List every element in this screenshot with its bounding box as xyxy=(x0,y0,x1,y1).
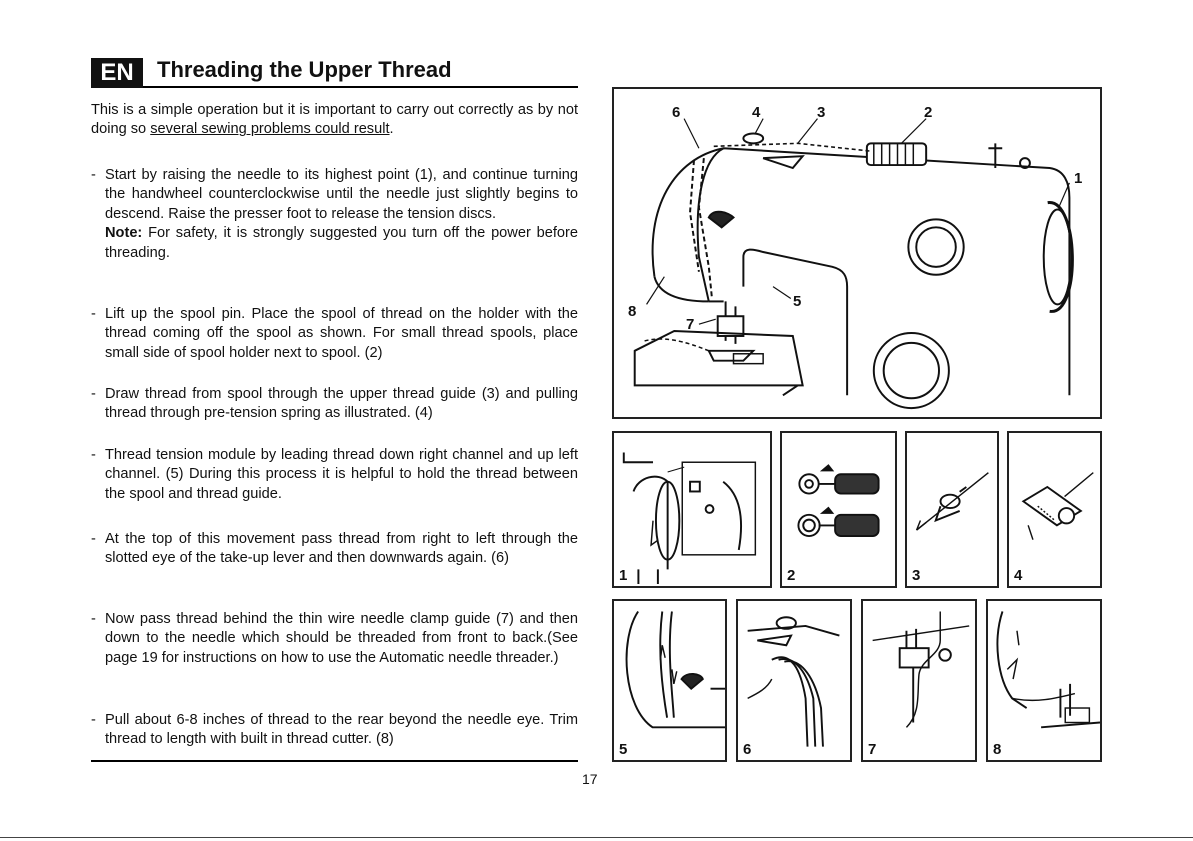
figure-label-6: 6 xyxy=(743,741,752,758)
main-threading-figure: 6 4 3 2 1 5 7 8 xyxy=(612,87,1102,419)
figure-label-8: 8 xyxy=(993,741,1002,758)
callout-7: 7 xyxy=(686,316,695,333)
step-dash: - xyxy=(91,167,96,183)
detail-figure-5: 5 xyxy=(612,599,727,762)
figure-label-3: 3 xyxy=(912,567,921,584)
take-up-lever-illustration xyxy=(747,616,840,747)
callout-1: 1 xyxy=(1074,170,1083,187)
step-dash: - xyxy=(91,611,96,627)
detail-figure-2: 2 xyxy=(780,431,897,588)
callout-4: 4 xyxy=(752,104,761,121)
tension-channel-illustration xyxy=(625,610,725,729)
needle-clamp-guide-illustration xyxy=(872,611,970,728)
thread-guide-detail-illustration xyxy=(915,472,989,531)
thread-cutter-illustration xyxy=(996,611,1100,729)
figure-label-7: 7 xyxy=(868,741,877,758)
step-6: - Now pass thread behind the thin wire n… xyxy=(91,610,578,668)
section-header: EN Threading the Upper Thread xyxy=(91,56,578,88)
step-dash: - xyxy=(91,386,96,402)
callout-2: 2 xyxy=(924,104,933,121)
detail-figure-4: 4 xyxy=(1007,431,1102,588)
page-title: Threading the Upper Thread xyxy=(157,57,452,82)
detail-figure-8: 8 xyxy=(986,599,1102,762)
step-3-text: Draw thread from spool through the upper… xyxy=(105,386,578,422)
callout-3: 3 xyxy=(817,104,826,121)
step-2-text: Lift up the spool pin. Place the spool o… xyxy=(105,306,578,361)
figure-label-2: 2 xyxy=(787,567,796,584)
step-1-text: Start by raising the needle to its highe… xyxy=(105,167,578,222)
pre-tension-spring-illustration xyxy=(1021,472,1094,540)
step-5-text: At the top of this movement pass thread … xyxy=(105,531,578,567)
step-2: - Lift up the spool pin. Place the spool… xyxy=(91,305,578,363)
step-4-text: Thread tension module by leading thread … xyxy=(105,447,578,502)
step-1-note: Note: For safety, it is strongly suggest… xyxy=(105,224,578,263)
intro-paragraph: This is a simple operation but it is imp… xyxy=(91,101,578,140)
detail-figure-6: 6 xyxy=(736,599,852,762)
step-6-text: Now pass thread behind the thin wire nee… xyxy=(105,611,578,666)
step-7: - Pull about 6-8 inches of thread to the… xyxy=(91,711,578,750)
language-badge: EN xyxy=(91,58,143,88)
handwheel-detail-illustration xyxy=(622,452,757,585)
step-1: - Start by raising the needle to its hig… xyxy=(91,166,578,263)
figure-label-1: 1 xyxy=(619,567,628,584)
intro-text: This is a simple operation but it is imp… xyxy=(91,102,578,138)
note-label: Note: xyxy=(105,225,143,242)
sewing-machine-illustration xyxy=(633,118,1074,410)
step-7-text: Pull about 6-8 inches of thread to the r… xyxy=(105,712,578,748)
callout-5: 5 xyxy=(793,293,802,310)
callout-6: 6 xyxy=(672,104,681,121)
step-dash: - xyxy=(91,712,96,728)
figure-label-4: 4 xyxy=(1014,567,1023,584)
step-dash: - xyxy=(91,531,96,547)
footer-rule xyxy=(0,837,1193,838)
step-dash: - xyxy=(91,306,96,322)
detail-figure-1: 1 xyxy=(612,431,772,588)
callout-8: 8 xyxy=(628,303,637,320)
detail-figure-7: 7 xyxy=(861,599,977,762)
step-4: - Thread tension module by leading threa… xyxy=(91,446,578,504)
step-3: - Draw thread from spool through the upp… xyxy=(91,385,578,424)
step-dash: - xyxy=(91,447,96,463)
bottom-rule xyxy=(91,760,578,762)
spool-detail-illustration xyxy=(797,464,880,538)
page-number: 17 xyxy=(582,771,598,787)
step-5: - At the top of this movement pass threa… xyxy=(91,530,578,569)
intro-period: . xyxy=(389,121,394,138)
intro-underlined-text: several sewing problems could result xyxy=(150,121,390,138)
figure-label-5: 5 xyxy=(619,741,628,758)
detail-figure-3: 3 xyxy=(905,431,999,588)
note-text: For safety, it is strongly suggested you… xyxy=(105,225,578,261)
